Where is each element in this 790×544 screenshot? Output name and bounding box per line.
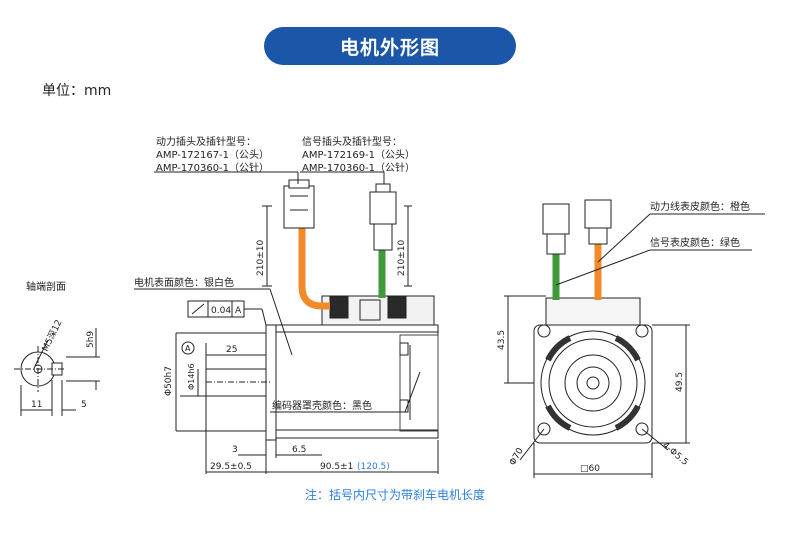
signal-cable-length-dim: 210±10 [397,240,407,276]
signal-connector-line-2: AMP-172169-1（公头） [302,149,415,161]
section-width-2-dim: 5 [81,400,87,410]
unit-label: 单位：mm [42,83,112,99]
body-length-brake-dim: (120.5) [357,462,390,472]
rear-height-1-dim: 43.5 [497,330,507,350]
body-length-dim: 90.5±1 [320,462,353,472]
shaft-section [14,328,100,416]
page-title: 电机外形图 [264,27,516,65]
signal-line-color-label: 信号表皮颜色：绿色 [650,236,740,249]
power-line-color-label: 动力线表皮颜色：橙色 [650,200,750,213]
flange-thickness-dim: 6.5 [292,445,306,455]
square-size-dim: □60 [580,464,600,474]
thread-label: M5深12 [40,318,65,353]
bolt-circle-dim: Φ70 [508,446,526,467]
power-connector-line-3: AMP-170360-1（公针） [156,161,269,174]
shaft-length-dim: 29.5±0.5 [210,462,252,472]
power-connector-line-2: AMP-172167-1（公头） [156,149,269,161]
key-height-dim: 5h9 [86,331,96,348]
brake-length-note: 注：括号内尺寸为带刹车电机长度 [304,488,485,502]
side-view [134,288,439,474]
encoder-color-label: 编码器罩壳颜色：黑色 [272,399,372,412]
section-width-1-dim: 11 [31,400,42,410]
rear-view [504,199,765,478]
pilot-diameter-dim: Φ50h7 [164,366,174,396]
datum-marker: A [185,344,191,353]
signal-cable [369,183,412,298]
runout-tolerance: 0.04 [211,306,231,316]
key-length-dim: 25 [226,345,237,355]
rear-height-2-dim: 49.5 [675,372,685,392]
mount-holes-dim: 4-Φ5.5 [660,441,690,468]
signal-connector-line-3: AMP-170360-1（公针） [302,161,415,174]
key-offset-dim: 3 [232,445,238,455]
power-connector-line-1: 动力插头及插针型号： [156,135,256,148]
shaft-diameter-dim: Φ14h6 [187,363,196,390]
shaft-section-label: 轴端剖面 [26,280,66,293]
runout-datum: A [235,306,242,316]
power-cable-length-dim: 210±10 [256,240,266,276]
signal-connector-line-1: 信号插头及插针型号： [302,135,402,148]
power-cable [262,179,330,310]
body-color-label: 电机表面颜色：银白色 [134,276,234,289]
